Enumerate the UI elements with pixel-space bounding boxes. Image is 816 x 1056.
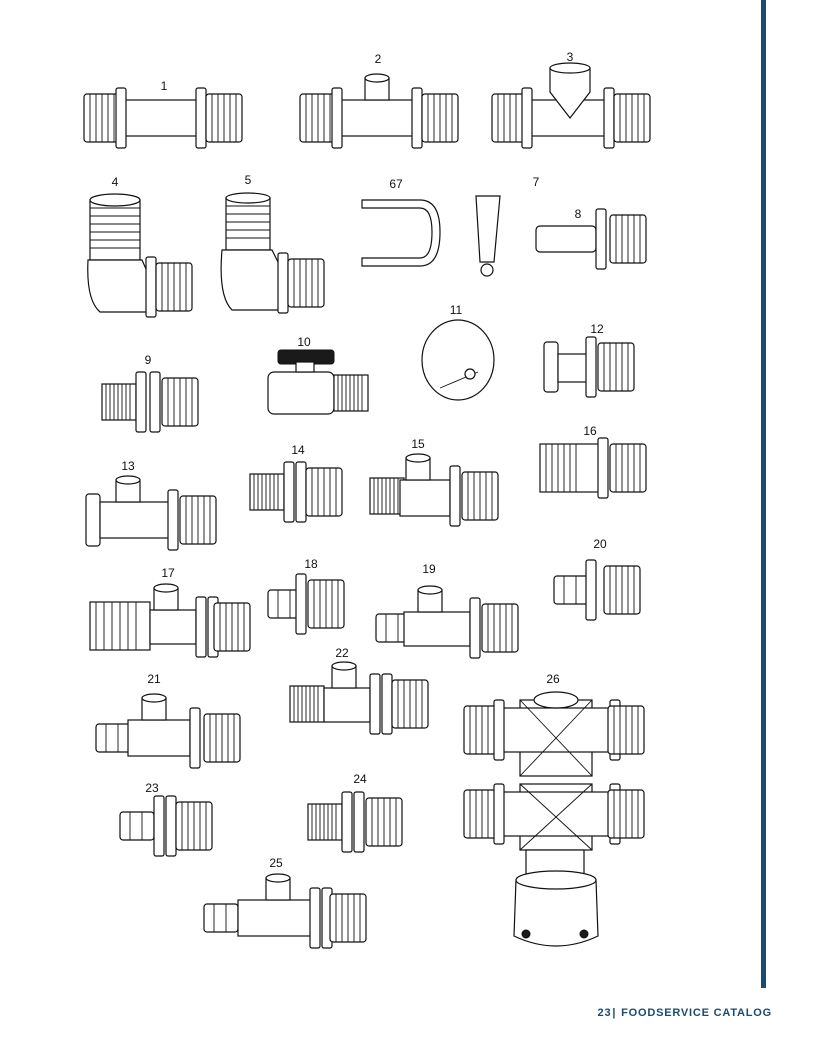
part-number-8: 8	[575, 207, 582, 221]
part-1-illustration	[83, 87, 243, 149]
part-23-illustration	[119, 795, 213, 857]
part-5-illustration	[220, 192, 325, 314]
part-11-illustration	[421, 319, 495, 401]
part-number-23: 23	[145, 781, 159, 795]
part-number-12: 12	[590, 322, 604, 336]
part-number-16: 16	[583, 424, 597, 438]
part-19-illustration	[375, 585, 519, 659]
part-67-illustration	[361, 199, 441, 267]
part-7-illustration	[475, 195, 501, 277]
part-13-illustration	[85, 475, 217, 551]
part-number-7: 7	[533, 175, 540, 189]
part-number-10: 10	[297, 335, 311, 349]
part-4-illustration	[87, 193, 193, 318]
part-number-14: 14	[291, 443, 305, 457]
part-number-25: 25	[269, 856, 283, 870]
part-10-illustration	[267, 349, 369, 415]
part-12-illustration	[543, 336, 635, 398]
part-number-4: 4	[112, 175, 119, 189]
part-18-illustration	[267, 573, 345, 635]
part-3-illustration	[491, 62, 651, 149]
part-number-1: 1	[161, 79, 168, 93]
part-number-21: 21	[147, 672, 161, 686]
part-number-9: 9	[145, 353, 152, 367]
part-15-illustration	[369, 453, 499, 527]
part-2-illustration	[299, 73, 459, 149]
page-footer: 23| FOODSERVICE CATALOG	[598, 1007, 772, 1019]
part-25-illustration	[203, 873, 367, 949]
part-number-5: 5	[245, 173, 252, 187]
part-9-illustration	[101, 371, 199, 433]
part-20-illustration	[553, 559, 641, 621]
part-number-18: 18	[304, 557, 318, 571]
part-number-2: 2	[375, 52, 382, 66]
part-number-15: 15	[411, 437, 425, 451]
part-16-illustration	[539, 437, 647, 499]
part-21-illustration	[95, 693, 241, 769]
part-number-13: 13	[121, 459, 135, 473]
part-26-illustration	[463, 691, 645, 947]
accent-rule	[761, 0, 766, 988]
part-14-illustration	[249, 461, 343, 523]
part-number-20: 20	[593, 537, 607, 551]
part-number-22: 22	[335, 646, 349, 660]
part-number-26: 26	[546, 672, 560, 686]
part-8-illustration	[535, 208, 647, 270]
part-number-17: 17	[161, 566, 175, 580]
page-number: 23	[597, 1007, 612, 1019]
part-number-11: 11	[450, 303, 463, 317]
catalog-title: FOODSERVICE CATALOG	[621, 1007, 772, 1019]
part-number-24: 24	[353, 772, 367, 786]
part-number-67: 67	[389, 177, 403, 191]
part-24-illustration	[307, 791, 403, 853]
part-number-19: 19	[422, 562, 436, 576]
footer-separator: |	[612, 1007, 617, 1019]
part-17-illustration	[89, 583, 251, 658]
part-number-3: 3	[567, 50, 574, 64]
part-22-illustration	[289, 661, 429, 735]
